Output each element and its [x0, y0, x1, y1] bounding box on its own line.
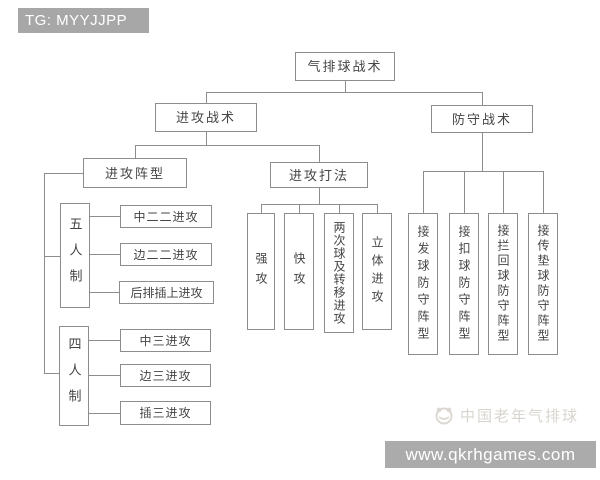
connector-line [206, 92, 483, 93]
connector-line [261, 204, 262, 213]
node-backrow-insert-attack: 后排插上进攻 [119, 281, 214, 304]
node-middle-2-2-attack: 中二二进攻 [120, 205, 212, 228]
connector-line [345, 81, 346, 92]
connector-line [319, 188, 320, 204]
node-three-dimensional-attack: 立体进攻 [362, 213, 392, 330]
connector-line [89, 413, 120, 414]
connector-line [503, 171, 504, 213]
node-serve-receive-defense-formation: 接发球防守阵型 [408, 213, 438, 355]
connector-line [90, 254, 120, 255]
connector-line [423, 171, 424, 213]
brand-watermark: 中国老年气排球 [434, 403, 579, 427]
connector-line [543, 171, 544, 213]
connector-line [319, 145, 320, 162]
connector-line [90, 292, 119, 293]
connector-line [44, 173, 45, 373]
connector-line [482, 92, 483, 105]
node-middle-3-attack: 中三进攻 [120, 329, 211, 352]
connector-line [44, 173, 83, 174]
node-spike-receive-defense-formation: 接扣球防守阵型 [449, 213, 479, 355]
connector-line [206, 92, 207, 103]
connector-line [299, 204, 300, 213]
node-root-air-volleyball-tactics: 气排球战术 [295, 52, 395, 81]
tg-watermark-banner: TG: MYYJJPP [18, 8, 149, 33]
connector-line [464, 171, 465, 213]
website-banner: www.qkrhgames.com [385, 441, 596, 468]
node-defense-tactics: 防守战术 [431, 105, 533, 133]
brand-watermark-text: 中国老年气排球 [460, 407, 580, 425]
node-four-player-system: 四人制 [59, 326, 89, 426]
connector-line [90, 216, 120, 217]
connector-line [377, 204, 378, 213]
node-pass-dig-defense-formation: 接传垫球防守阵型 [528, 213, 558, 355]
connector-line [261, 204, 378, 205]
connector-line [339, 204, 340, 213]
node-offense-tactics: 进攻战术 [155, 103, 257, 132]
tg-watermark-text: TG: MYYJJPP [25, 12, 128, 29]
connector-line [44, 256, 60, 257]
connector-line [89, 340, 120, 341]
node-quick-attack: 快攻 [284, 213, 314, 330]
connector-line [135, 145, 320, 146]
node-five-player-system: 五人制 [60, 203, 90, 308]
connector-line [89, 375, 120, 376]
connector-line [44, 373, 59, 374]
node-side-2-2-attack: 边二二进攻 [120, 243, 212, 266]
node-offense-methods: 进攻打法 [270, 162, 368, 188]
node-block-return-defense-formation: 接拦回球防守阵型 [488, 213, 518, 355]
connector-line [135, 145, 136, 158]
node-power-attack: 强攻 [247, 213, 275, 330]
website-url: www.qkrhgames.com [405, 444, 576, 464]
node-insert-3-attack: 插三进攻 [120, 401, 211, 425]
connector-line [423, 171, 543, 172]
connector-line [482, 133, 483, 171]
node-side-3-attack: 边三进攻 [120, 364, 211, 387]
node-two-ball-transfer-attack: 两次球及转移进攻 [324, 213, 354, 333]
node-offense-formation: 进攻阵型 [83, 158, 187, 188]
connector-line [206, 132, 207, 145]
brand-logo-icon [435, 407, 453, 425]
